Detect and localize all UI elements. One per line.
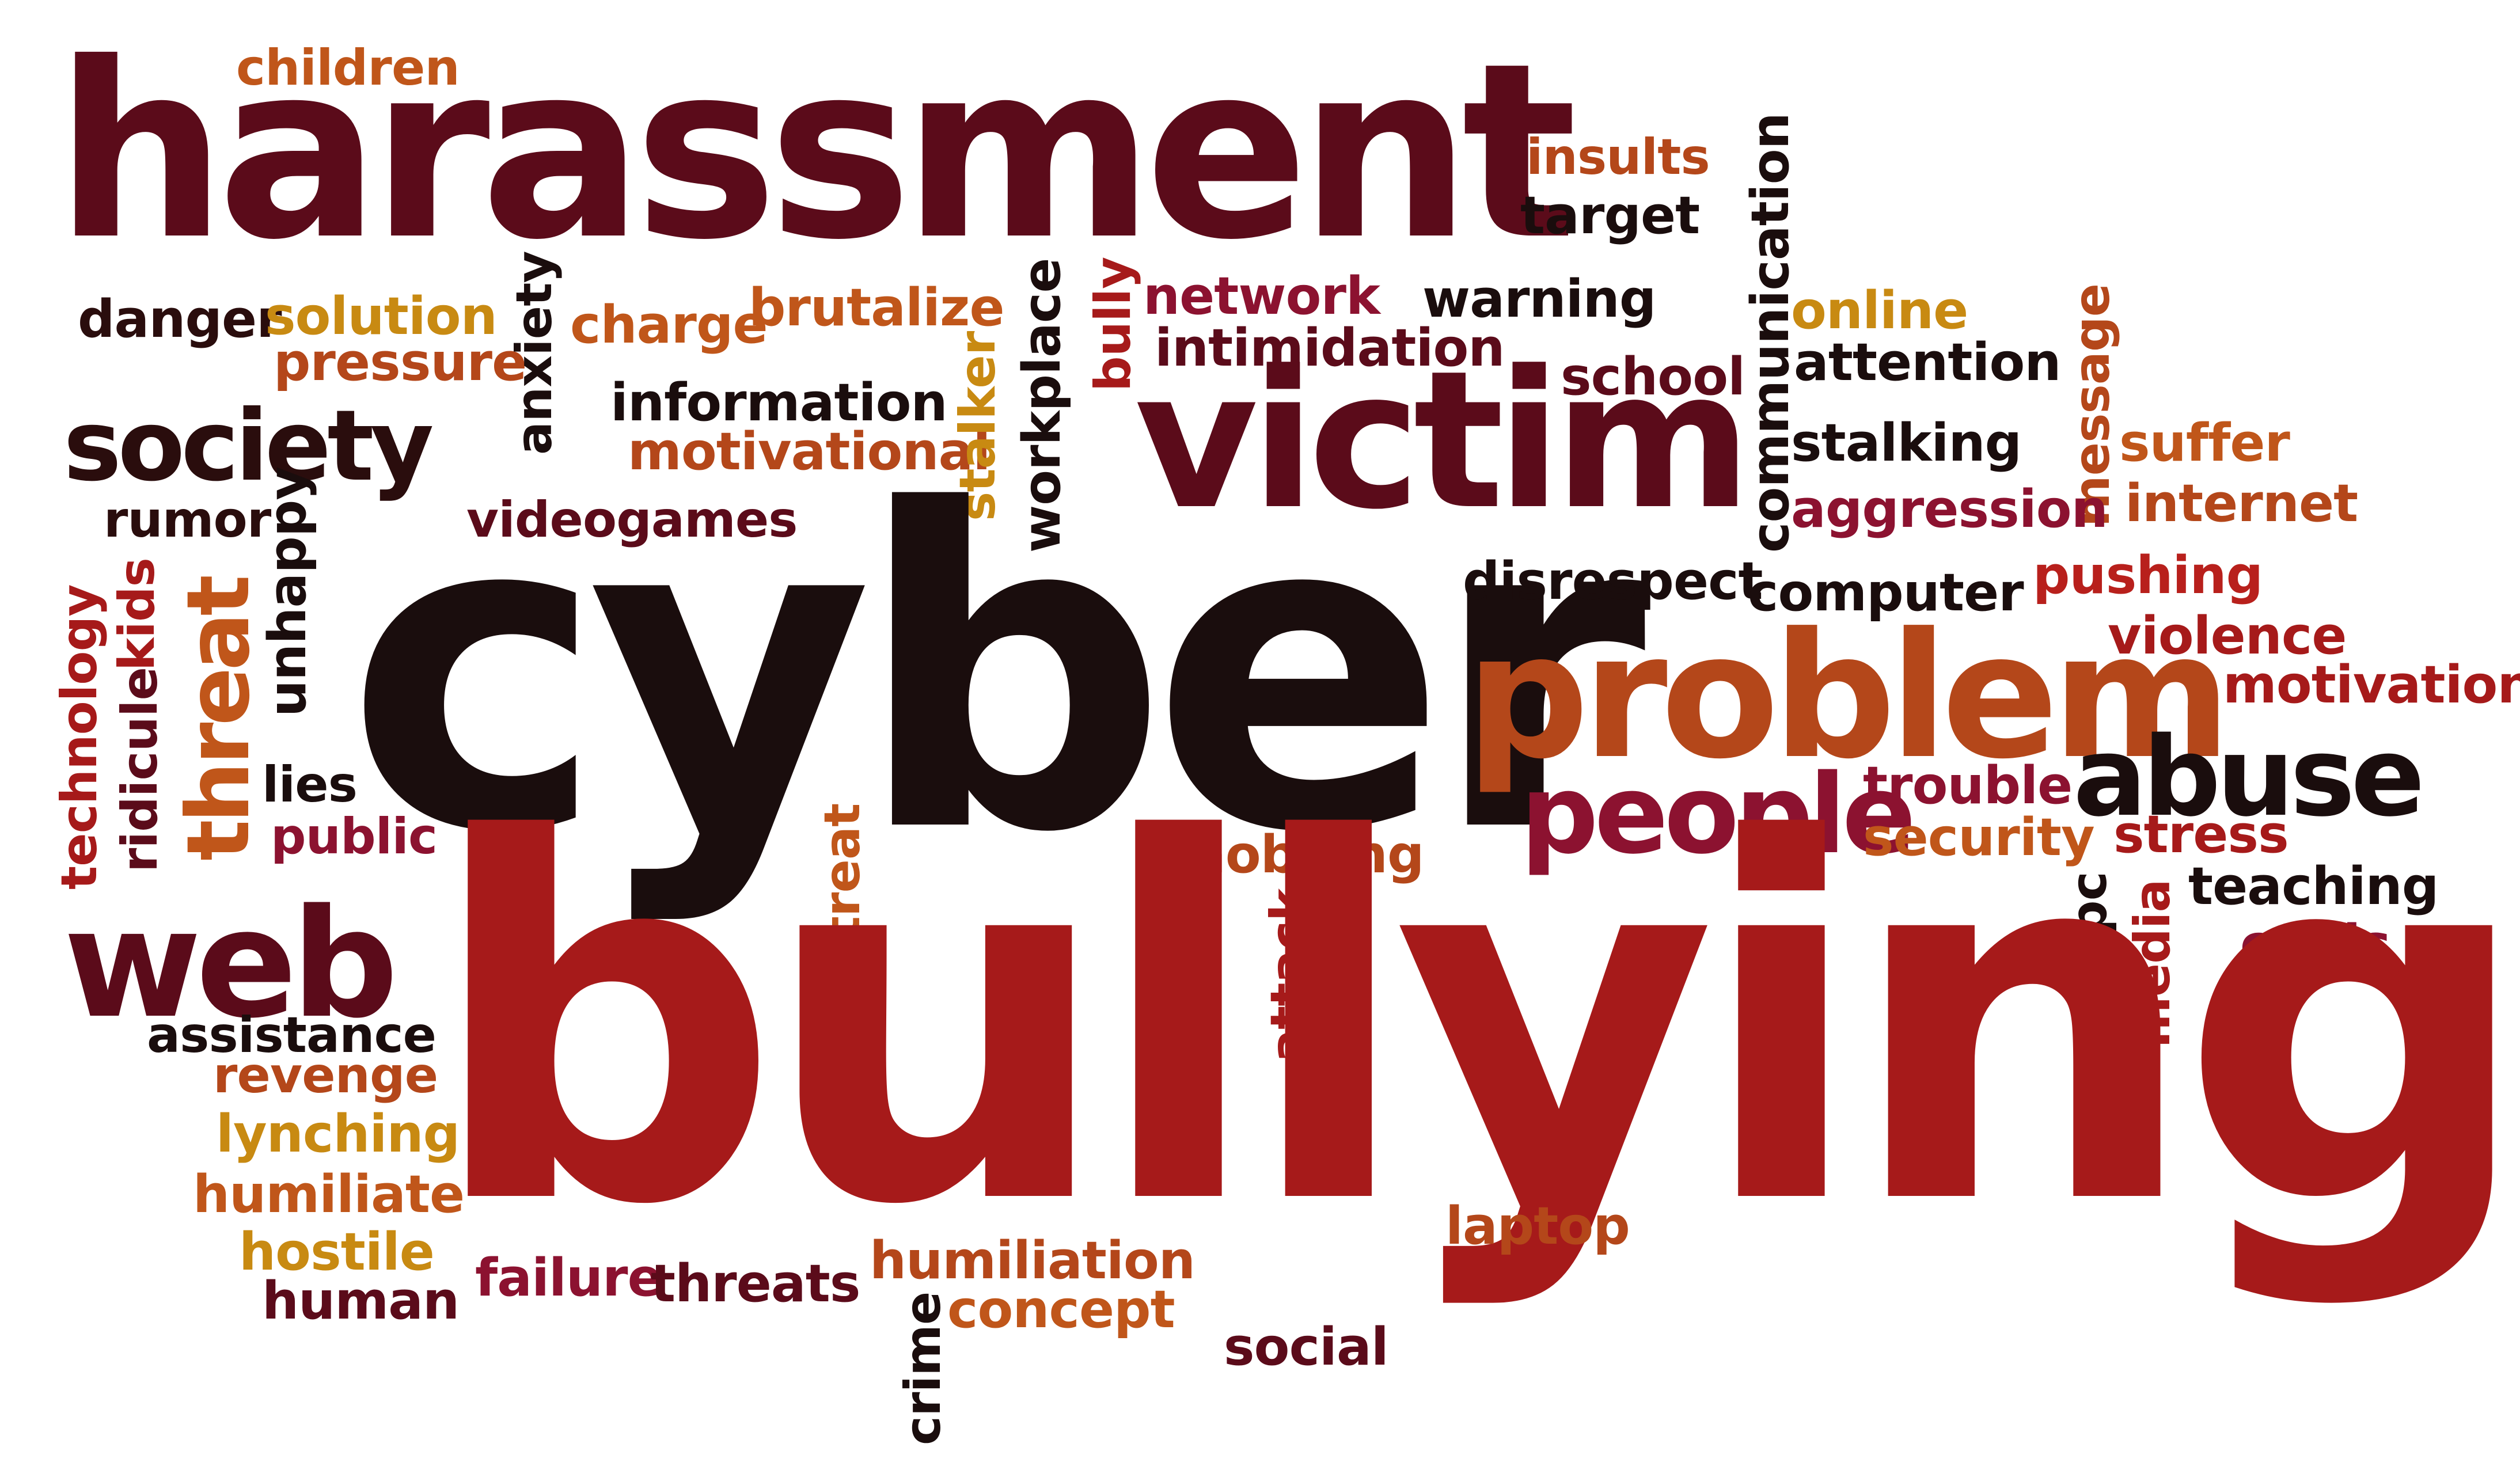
word-human: human xyxy=(262,1271,460,1331)
word-cyber: cyber xyxy=(346,419,1646,928)
word-assistance: assistance xyxy=(147,1006,437,1064)
word-bully: bully xyxy=(1084,257,1142,392)
word-mobbing: mobbing xyxy=(1172,825,1424,885)
word-online: online xyxy=(1791,280,1968,341)
word-rumor: rumor xyxy=(104,491,271,549)
word-web: web xyxy=(63,878,399,1051)
word-unhappy: unhappy xyxy=(257,466,318,717)
word-stress: stress xyxy=(2113,804,2289,865)
word-problem: problem xyxy=(1466,596,2231,797)
word-lies: lies xyxy=(262,756,358,814)
word-attention: attention xyxy=(1794,332,2061,393)
word-motivational: motivational xyxy=(628,421,990,482)
word-public: public xyxy=(271,808,438,865)
word-bullying: bullying xyxy=(426,736,2520,1313)
word-victim: victim xyxy=(1134,330,1752,551)
word-children: children xyxy=(236,39,460,97)
word-trouble: trouble xyxy=(1863,755,2073,816)
word-kids: kids xyxy=(108,558,166,671)
word-violence: violence xyxy=(2108,606,2347,666)
word-warning: warning xyxy=(1422,269,1656,329)
word-threats: threats xyxy=(651,1254,860,1314)
word-harassment: harassment xyxy=(55,12,1577,293)
word-ridicule: ridicule xyxy=(111,667,169,872)
word-abuse: abuse xyxy=(2073,713,2425,841)
word-target: target xyxy=(1520,185,1700,246)
word-social: social xyxy=(1224,1317,1389,1377)
word-stalking: stalking xyxy=(1791,413,2022,473)
word-security: security xyxy=(1863,807,2095,868)
word-laptop: laptop xyxy=(1445,1196,1630,1256)
word-motivation: motivation xyxy=(2223,655,2520,715)
word-network: network xyxy=(1143,266,1380,326)
word-threat: threat xyxy=(169,578,269,861)
word-suffer: suffer xyxy=(2119,413,2290,473)
word-communication: communication xyxy=(1740,113,1801,553)
word-insults: insults xyxy=(1526,128,1710,186)
word-brutalize: brutalize xyxy=(749,278,1005,338)
word-revenge: revenge xyxy=(213,1047,438,1104)
word-disrespect: disrespect xyxy=(1463,551,1763,611)
word-lynching: lynching xyxy=(216,1104,460,1164)
word-videogames: videogames xyxy=(466,491,798,549)
word-crisis: crisis xyxy=(2240,914,2391,974)
word-concept: concept xyxy=(947,1279,1175,1340)
word-intimidation: intimidation xyxy=(1155,318,1505,378)
word-pressure: pressure xyxy=(274,332,527,393)
word-humiliate: humiliate xyxy=(193,1164,465,1225)
word-hostile: hostile xyxy=(239,1222,435,1282)
word-solution: solution xyxy=(265,286,498,347)
word-crime: crime xyxy=(894,1292,952,1445)
word-computer: computer xyxy=(1748,563,2024,623)
word-danger: danger xyxy=(78,289,282,350)
word-internet: internet xyxy=(2125,473,2358,534)
word-aggression: aggression xyxy=(1791,479,2108,540)
word-school: school xyxy=(1561,347,1745,407)
word-teaching: teaching xyxy=(2188,856,2439,917)
word-information: information xyxy=(610,373,948,433)
word-humiliation: humiliation xyxy=(870,1230,1196,1291)
word-people: people xyxy=(1520,751,1916,878)
word-pushing: pushing xyxy=(2033,545,2263,606)
word-society: society xyxy=(63,389,434,503)
word-technology: technology xyxy=(51,584,108,890)
word-charge: charge xyxy=(570,295,768,355)
word-failure: failure xyxy=(475,1248,663,1308)
